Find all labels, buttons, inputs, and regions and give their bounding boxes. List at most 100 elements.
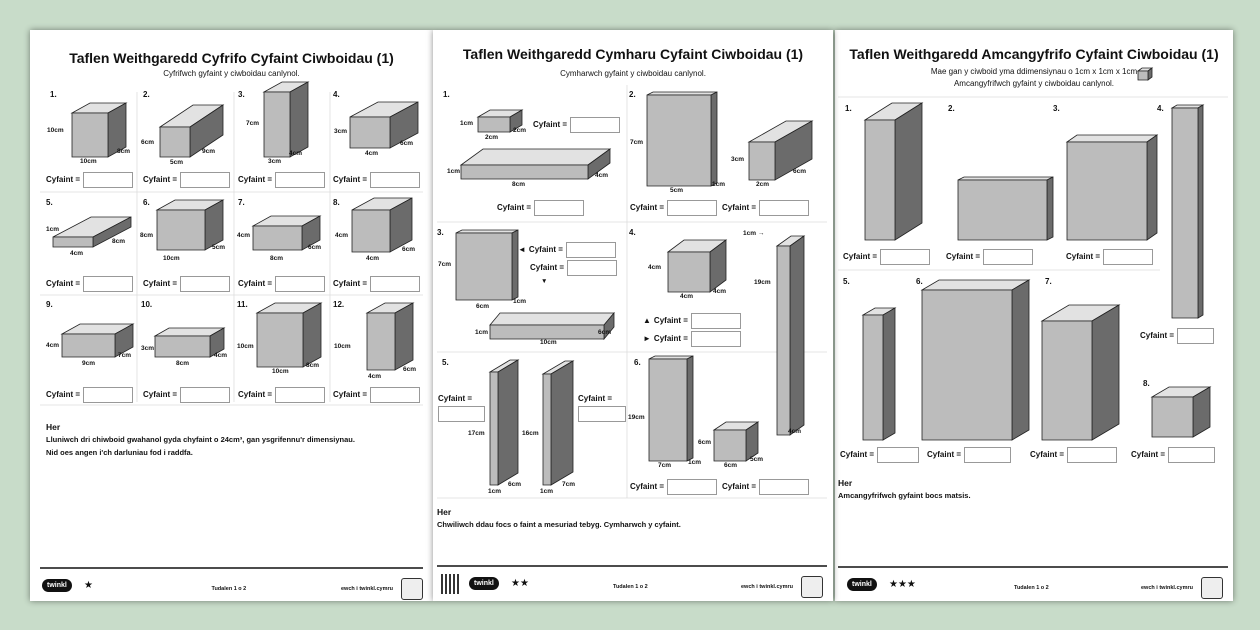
volume-answer-input[interactable] [83, 276, 134, 292]
volume-answer-input[interactable] [570, 117, 621, 133]
volume-answer-input[interactable] [370, 387, 421, 403]
volume-field: Cyfaint = [438, 394, 485, 422]
arrow-icon: ► [643, 334, 651, 343]
volume-answer-input[interactable] [1168, 447, 1216, 463]
quality-badge [1201, 577, 1223, 599]
cuboid [459, 148, 612, 180]
arrow-icon: ▲ [643, 316, 651, 325]
dimension-label: 4cm [335, 232, 349, 239]
volume-answer-input[interactable] [877, 447, 920, 463]
volume-answer-input[interactable] [880, 249, 931, 265]
top-face [1065, 134, 1159, 143]
volume-answer-input[interactable] [534, 200, 585, 216]
side-face [1011, 279, 1030, 441]
volume-field: ◄Cyfaint = [518, 242, 616, 258]
volume-label: Cyfaint = [528, 245, 563, 254]
volume-answer-input[interactable] [83, 387, 134, 403]
side-face [894, 102, 923, 241]
volume-answer-input[interactable] [690, 331, 741, 347]
question-number: 7. [1045, 277, 1052, 286]
volume-label: Cyfaint = [333, 390, 368, 399]
volume-answer-input[interactable] [578, 406, 626, 422]
question-number: 2. [948, 104, 955, 113]
volume-answer-input[interactable] [759, 479, 810, 495]
volume-field: Cyfaint = [1140, 328, 1215, 344]
cuboid [351, 197, 413, 253]
cuboid [52, 216, 132, 248]
volume-answer-input[interactable] [983, 249, 1034, 265]
volume-answer-input[interactable] [667, 479, 718, 495]
dimension-label: 3cm [334, 128, 348, 135]
volume-answer-input[interactable] [759, 200, 810, 216]
twinkl-logo: twinkl [469, 577, 499, 590]
dimension-label: 1cm [475, 329, 489, 336]
dimension-label: 10cm [272, 368, 289, 375]
dimension-label: 2cm [513, 127, 527, 134]
volume-answer-input[interactable] [690, 313, 741, 329]
volume-label: Cyfaint = [333, 175, 368, 184]
side-face [1197, 104, 1204, 319]
volume-label: Cyfaint = [630, 203, 665, 212]
volume-answer-input[interactable] [370, 276, 421, 292]
volume-answer-input[interactable] [180, 387, 231, 403]
volume-answer-input[interactable] [180, 172, 231, 188]
front-face [646, 94, 712, 187]
site-link[interactable]: ewch i twinkl.cymru [1141, 585, 1193, 591]
dimension-label: 4cm [289, 150, 303, 157]
volume-answer-input[interactable] [180, 276, 231, 292]
volume-answer-input[interactable] [275, 387, 326, 403]
volume-label: Cyfaint = [46, 279, 81, 288]
volume-answer-input[interactable] [275, 276, 326, 292]
question-number: 9. [46, 300, 53, 309]
drawing-layer [437, 85, 827, 567]
volume-answer-input[interactable] [567, 260, 618, 276]
volume-answer-input[interactable] [1103, 249, 1154, 265]
cuboid [747, 120, 814, 181]
question-number: 4. [629, 228, 636, 237]
worksheet-page-1: Taflen Weithgaredd Cyfrifo Cyfaint Ciwbo… [30, 30, 433, 601]
top-face [957, 176, 1054, 181]
question-number: 1. [50, 90, 57, 99]
dimension-label: 2cm [756, 181, 770, 188]
volume-answer-input[interactable] [275, 172, 326, 188]
dimension-label: ▼ [541, 278, 548, 285]
volume-field: Cyfaint = [497, 200, 585, 216]
volume-label: Cyfaint = [333, 279, 368, 288]
side-face [394, 302, 414, 371]
volume-answer-input[interactable] [1067, 447, 1118, 463]
dimension-label: 3cm [141, 345, 155, 352]
dimension-label: 19cm [754, 279, 771, 286]
volume-field: Cyfaint = [46, 172, 134, 188]
dimension-label: 8cm [176, 360, 190, 367]
volume-answer-input[interactable] [1177, 328, 1215, 344]
cuboid [712, 421, 760, 462]
challenge-text: Lluniwch dri chiwboid gwahanol gyda chyf… [46, 435, 355, 444]
volume-answer-input[interactable] [565, 242, 616, 258]
question-number: 3. [437, 228, 444, 237]
volume-label: Cyfaint = [840, 450, 875, 459]
top-face [648, 355, 694, 360]
dimension-label: 9cm [202, 148, 216, 155]
twinkl-logo: twinkl [847, 578, 877, 591]
side-face [302, 302, 322, 368]
question-number: 4. [1157, 104, 1164, 113]
volume-answer-input[interactable] [438, 406, 485, 422]
front-face [921, 289, 1013, 441]
cuboid [863, 102, 924, 241]
site-link[interactable]: ewch i twinkl.cymru [341, 586, 393, 592]
front-face [648, 358, 688, 462]
volume-answer-input[interactable] [964, 447, 1012, 463]
site-link[interactable]: ewch i twinkl.cymru [741, 584, 793, 590]
volume-answer-input[interactable] [83, 172, 134, 188]
challenge-text: Nid oes angen i'ch darluniau fod i raddf… [46, 448, 193, 457]
cuboid [1065, 134, 1159, 241]
volume-field: Cyfaint = [530, 260, 618, 276]
volume-answer-input[interactable] [370, 172, 421, 188]
page-number: Tudalen 1 o 2 [1014, 585, 1049, 591]
front-face [1151, 396, 1194, 438]
volume-answer-input[interactable] [667, 200, 718, 216]
dimension-label: 8cm [306, 362, 320, 369]
question-number: 3. [1053, 104, 1060, 113]
front-face [1041, 320, 1093, 441]
question-number: 12. [333, 300, 345, 309]
